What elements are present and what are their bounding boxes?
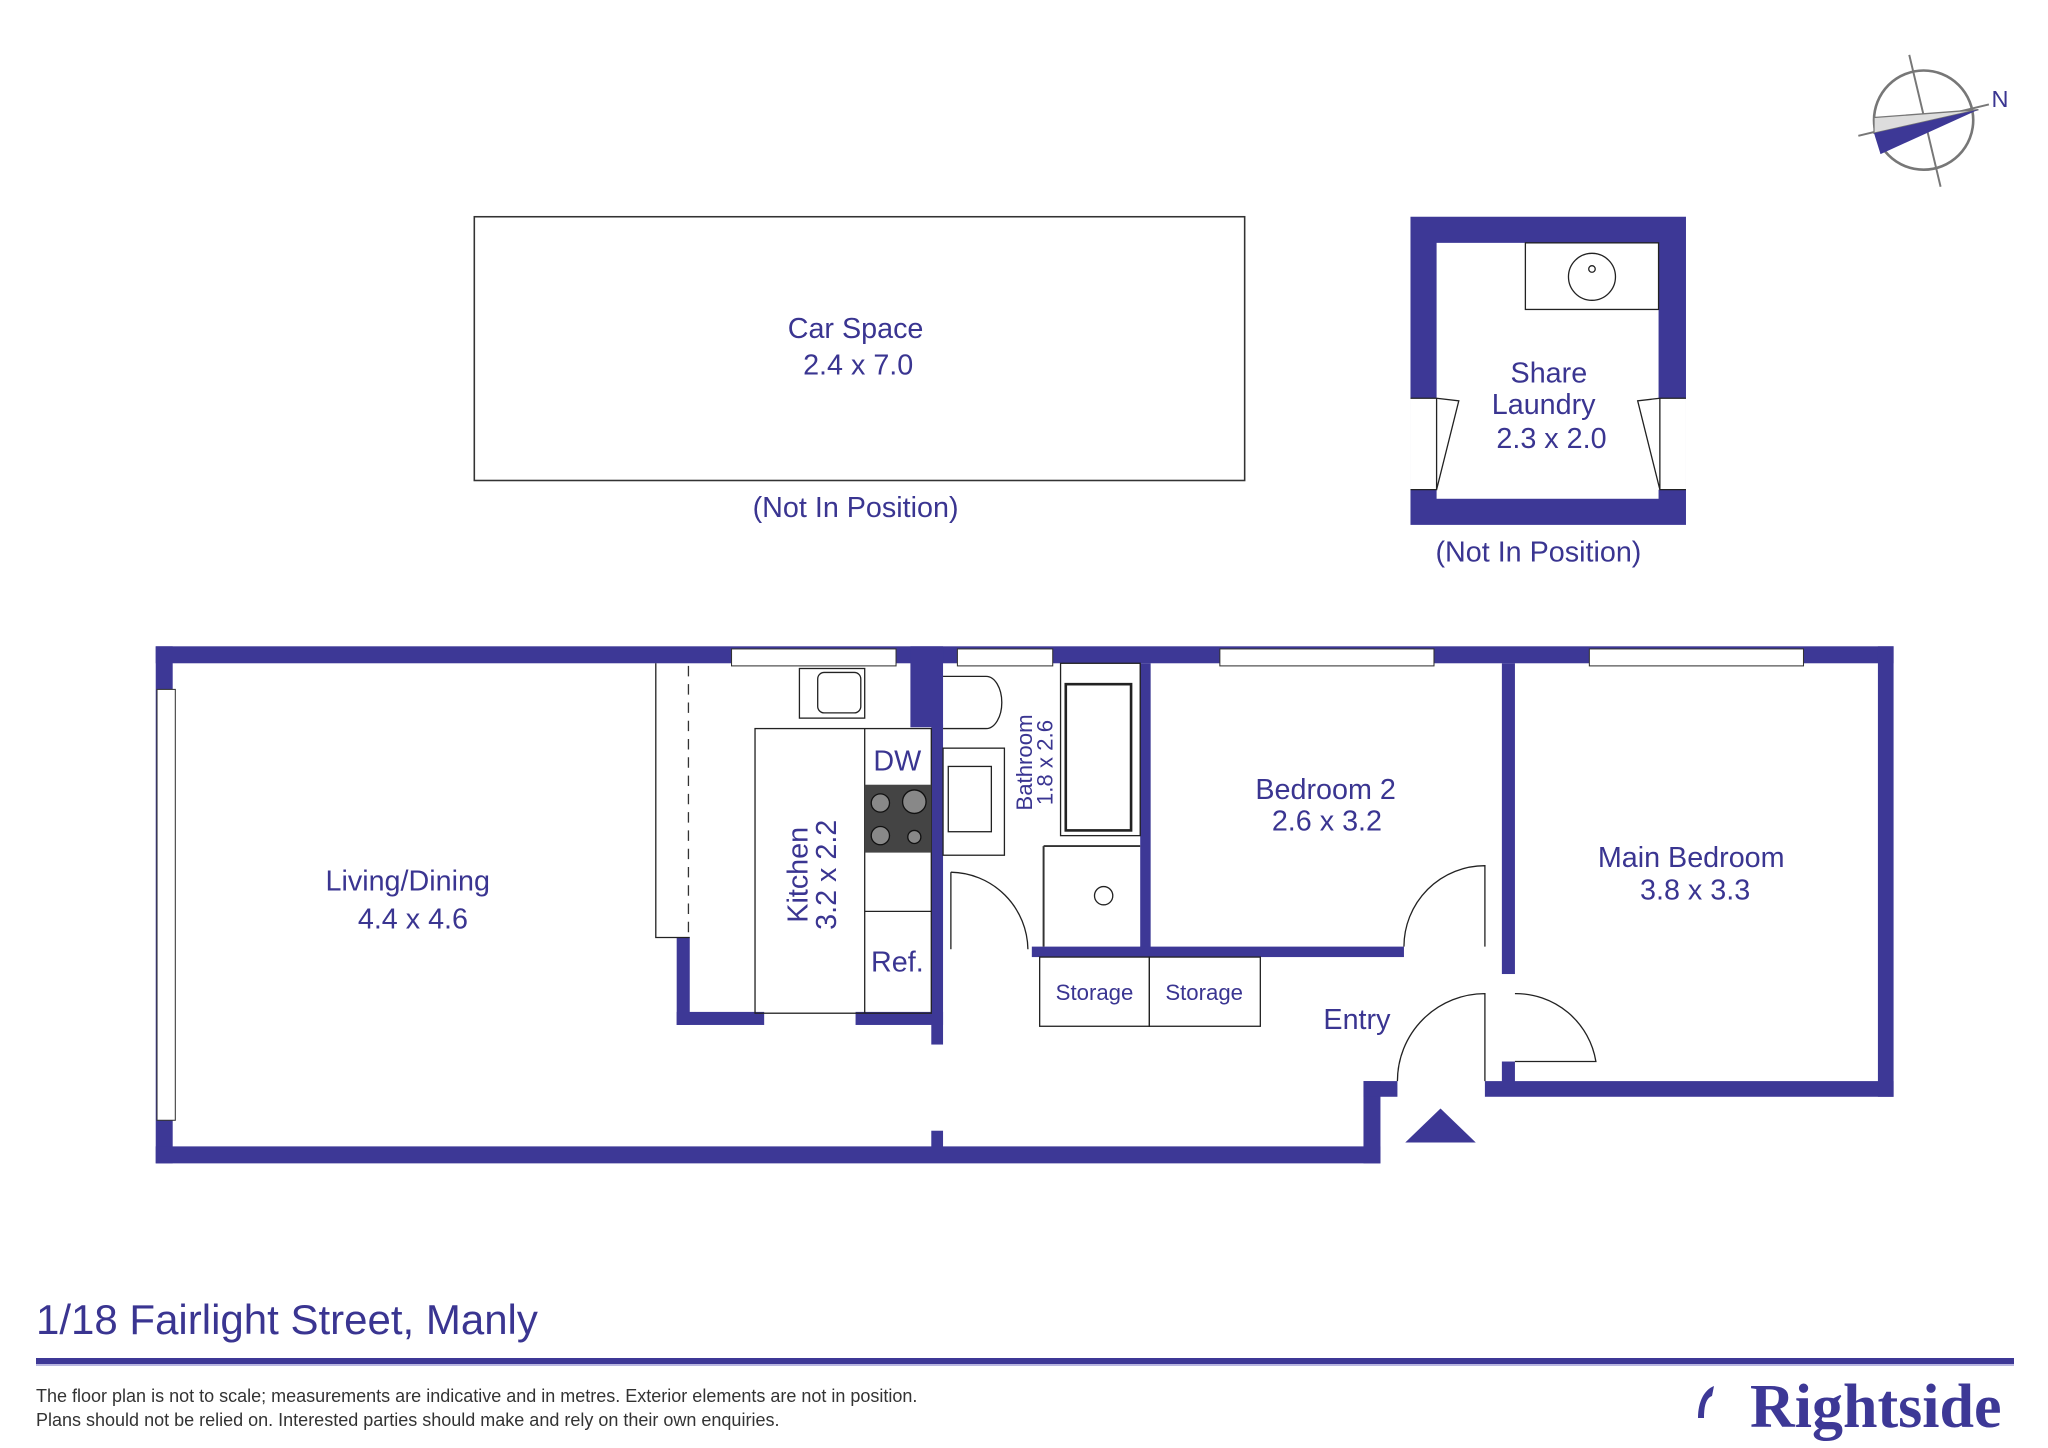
car-space-size: 2.4 x 7.0 [803,350,913,382]
bathroom: Bathroom 1.8 x 2.6 [942,662,1141,947]
main-bedroom-name: Main Bedroom [1598,842,1785,874]
storage-1-label: Storage [1056,980,1134,1005]
brand-logo: Rightside [1750,1373,2002,1441]
storage-2 [1148,956,1261,1027]
living-name: Living/Dining [325,865,489,897]
divider [36,1358,2014,1366]
toilet-icon [943,675,1003,730]
living-size: 4.4 x 4.6 [358,903,468,935]
storage-2-label: Storage [1165,980,1243,1005]
property-address: 1/18 Fairlight Street, Manly [36,1296,538,1343]
laundry-name-2: Laundry [1492,389,1596,421]
brand-logo-icon [1698,1386,1714,1418]
share-laundry: Share Laundry 2.3 x 2.0 (Not In Position… [1410,216,1686,568]
dishwasher-label: DW [873,745,922,777]
bath-icon [1064,682,1133,832]
disclaimer-line-2: Plans should not be relied on. Intereste… [36,1410,780,1430]
bathroom-size: 1.8 x 2.6 [1033,720,1058,805]
kitchen: DW Ref. Kitchen 3.2 x 2.2 [655,663,932,1014]
basin-icon [947,765,993,833]
entry-label: Entry [1323,1004,1391,1036]
bedroom2-name: Bedroom 2 [1255,774,1395,806]
main-bedroom-size: 3.8 x 3.3 [1640,875,1750,907]
kitchen-sink-icon [798,667,866,719]
kitchen-name: Kitchen [782,827,814,923]
laundry-name-1: Share [1511,358,1588,390]
doors [950,865,1597,1143]
laundry-tub [1524,242,1660,311]
bathroom-name: Bathroom [1012,714,1037,810]
car-space-note: (Not In Position) [753,492,959,524]
kitchen-size: 3.2 x 2.2 [811,820,843,930]
compass-north-label: N [1992,86,2009,112]
bedroom2-size: 2.6 x 3.2 [1272,805,1382,837]
entry-arrow-icon [1405,1108,1476,1143]
compass-icon: N [1858,54,2009,187]
car-space: Car Space 2.4 x 7.0 (Not In Position) [473,215,1246,524]
windows [156,648,1805,1121]
disclaimer: The floor plan is not to scale; measurem… [36,1384,917,1432]
laundry-size: 2.3 x 2.0 [1496,423,1606,455]
laundry-note: (Not In Position) [1435,536,1641,568]
fridge-label: Ref. [871,946,924,978]
car-space-name: Car Space [788,313,924,345]
disclaimer-line-1: The floor plan is not to scale; measurem… [36,1386,918,1406]
walls [155,646,1894,1164]
